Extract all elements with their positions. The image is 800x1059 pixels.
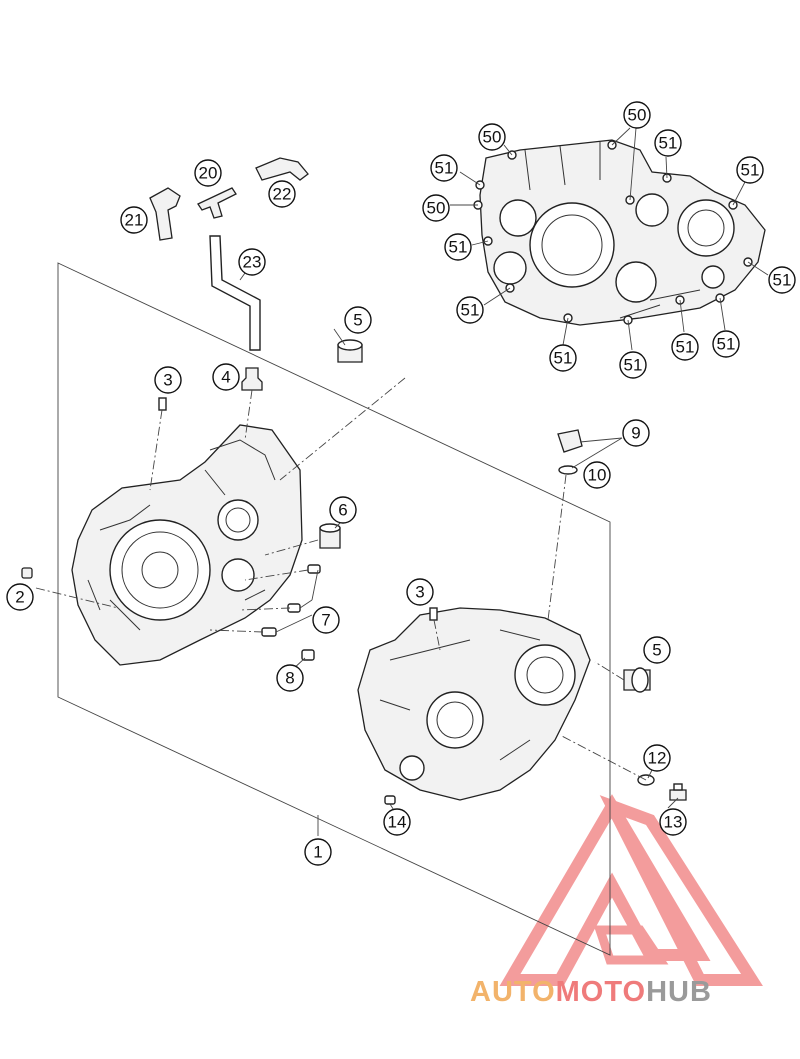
callout-label: 51 [435,159,454,178]
brand-word-auto: AUTO [470,976,556,1008]
callout-51: 51 [444,233,472,261]
callout-50: 50 [422,194,450,222]
callout-8: 8 [276,664,304,692]
callout-label: 12 [648,749,667,768]
callout-3: 3 [154,366,182,394]
callout-label: 4 [221,368,230,387]
callout-label: 51 [773,271,792,290]
callout-5: 5 [643,636,671,664]
callout-51: 51 [430,154,458,182]
callout-50: 50 [478,123,506,151]
callout-label: 20 [199,164,218,183]
callout-label: 2 [15,588,24,607]
callout-51: 51 [619,351,647,379]
callout-51: 51 [456,296,484,324]
assembly-outline [57,262,611,956]
callout-label: 8 [285,669,294,688]
callout-label: 5 [353,311,362,330]
callout-1: 1 [304,838,332,866]
callout-51: 51 [736,156,764,184]
callout-51: 51 [549,344,577,372]
small-parts [21,157,687,805]
callout-51: 51 [654,129,682,157]
callout-51: 51 [768,266,796,294]
callout-3: 3 [406,578,434,606]
callout-label: 51 [741,161,760,180]
callout-label: 51 [676,338,695,357]
callout-22: 22 [268,180,296,208]
callout-5: 5 [344,306,372,334]
callout-label: 1 [313,843,322,862]
callout-label: 22 [273,185,292,204]
callout-label: 13 [664,813,683,832]
callout-50: 50 [623,101,651,129]
crankcase-right-half [357,607,591,801]
callout-4: 4 [212,363,240,391]
callout-label: 6 [338,501,347,520]
callout-label: 7 [321,611,330,630]
callout-14: 14 [383,808,411,836]
brand-word-hub: HUB [646,976,712,1008]
callout-23: 23 [238,248,266,276]
callout-label: 51 [717,335,736,354]
callout-51: 51 [712,330,740,358]
callout-label: 9 [631,424,640,443]
callout-label: 3 [163,371,172,390]
callout-label: 51 [449,238,468,257]
callout-51: 51 [671,333,699,361]
top-leaders [450,127,769,351]
callout-9: 9 [622,419,650,447]
watermark-brand: AUTOMOTOHUB [470,976,712,1009]
callout-13: 13 [659,808,687,836]
crankcase-top-view [473,139,766,326]
callout-label: 51 [554,349,573,368]
callout-label: 50 [628,106,647,125]
brand-word-moto: MOTO [555,976,647,1008]
callout-label: 50 [483,128,502,147]
callout-label: 50 [427,199,446,218]
callout-label: 3 [415,583,424,602]
callout-label: 51 [659,134,678,153]
watermark-logo [499,794,763,986]
callout-7: 7 [312,606,340,634]
callout-label: 51 [461,301,480,320]
callout-label: 21 [125,211,144,230]
crankcase-left-half [71,424,303,666]
callout-12: 12 [643,744,671,772]
callout-label: 51 [624,356,643,375]
callout-21: 21 [120,206,148,234]
callout-20: 20 [194,159,222,187]
callout-label: 5 [652,641,661,660]
callout-label: 10 [588,466,607,485]
callout-2: 2 [6,583,34,611]
callout-label: 14 [388,813,407,832]
callout-label: 23 [243,253,262,272]
callout-6: 6 [329,496,357,524]
callout-10: 10 [583,461,611,489]
leader-lines [35,265,679,836]
